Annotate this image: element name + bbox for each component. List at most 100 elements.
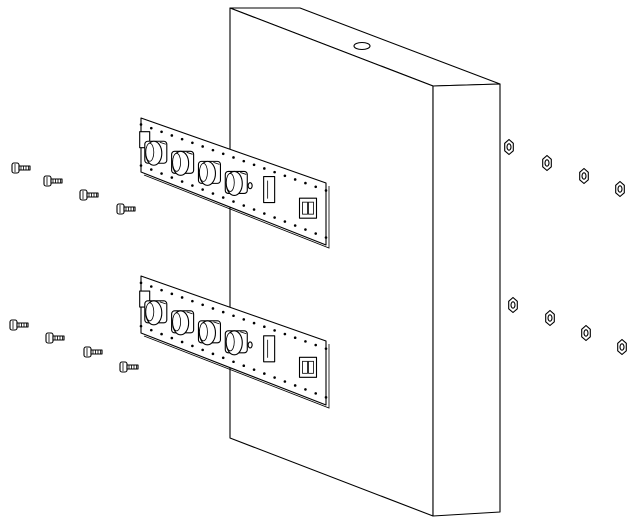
screw-icon	[83, 346, 103, 358]
panel-front-face	[229, 7, 434, 517]
capacitor-cap	[172, 152, 182, 172]
board-hole	[191, 141, 194, 145]
screw-head	[11, 162, 20, 174]
screw-icon	[116, 203, 136, 215]
capacitor-cap	[172, 312, 182, 332]
board-hole	[314, 343, 318, 347]
nut-hole	[581, 172, 587, 180]
screw-head	[119, 361, 128, 373]
board-hole	[283, 332, 287, 336]
board-hole	[242, 364, 246, 367]
screw-head	[9, 319, 18, 331]
hex-nut-icon	[579, 167, 589, 185]
board-hole	[324, 347, 328, 350]
board-hole	[160, 130, 163, 134]
board-hole	[232, 156, 235, 159]
screw-head	[43, 175, 52, 187]
board-hole	[242, 204, 246, 207]
board-hole	[304, 388, 307, 391]
board-hole	[149, 126, 153, 130]
board-hole	[201, 303, 204, 307]
board-hole	[304, 228, 307, 231]
board-hole	[160, 288, 163, 292]
board-hole	[201, 348, 204, 352]
capacitor-cap	[199, 322, 208, 342]
board-hole	[149, 328, 153, 332]
terminal-block	[298, 356, 318, 378]
hex-nut-icon	[504, 138, 514, 156]
nut-hole	[583, 329, 589, 337]
pin-connector	[263, 176, 276, 204]
board-hole	[314, 392, 318, 395]
screw-icon	[43, 175, 63, 187]
hex-nut-icon	[581, 324, 591, 342]
capacitor-cap	[145, 142, 155, 162]
board-hole	[273, 329, 276, 332]
board-hole	[252, 321, 256, 325]
board-hole	[221, 152, 225, 156]
board-hole	[252, 208, 256, 211]
hex-nut-icon	[545, 309, 555, 327]
hex-nut-icon	[615, 180, 625, 198]
board-hole	[170, 176, 174, 179]
capacitor	[171, 150, 195, 176]
capacitor-lead	[186, 311, 193, 315]
board-hole	[273, 216, 276, 219]
board-hole	[211, 192, 215, 195]
capacitor-lead	[159, 141, 166, 145]
board-hole	[170, 336, 174, 340]
board-hole	[180, 137, 184, 141]
nuts-group	[504, 138, 627, 356]
terminal-block	[298, 197, 318, 219]
board-hole	[180, 296, 184, 299]
board-hole	[242, 159, 246, 163]
board-hole	[221, 196, 225, 199]
board-hole	[232, 360, 235, 364]
board-hole	[201, 145, 204, 148]
capacitor-cap	[225, 173, 235, 192]
board-hole	[293, 224, 297, 227]
capacitor-lead	[213, 161, 220, 165]
capacitor	[171, 310, 195, 336]
hex-nut-icon	[542, 154, 552, 172]
terminal-slot	[308, 360, 314, 374]
capacitor	[197, 320, 221, 346]
board-hole	[252, 368, 256, 371]
board-hole	[201, 188, 204, 191]
board-hole	[293, 336, 297, 340]
screw-icon	[9, 319, 29, 331]
nut-hole	[506, 143, 512, 151]
board-hole	[139, 164, 143, 167]
board-hole	[149, 168, 153, 171]
capacitor	[144, 300, 168, 326]
screw-icon	[119, 361, 139, 373]
board-hole	[170, 292, 174, 296]
board-hole	[191, 184, 194, 187]
capacitor-lead	[186, 151, 193, 155]
board-hole	[273, 170, 276, 174]
board-hole	[314, 185, 318, 189]
capacitor-lead	[240, 172, 247, 175]
screw-shank	[123, 206, 136, 212]
capacitor	[144, 140, 168, 166]
capacitor-cap	[145, 302, 155, 322]
pin-connector	[263, 335, 276, 363]
board-hole	[324, 189, 328, 192]
screws-group	[9, 162, 139, 373]
nut-hole	[544, 159, 550, 167]
screw-head	[45, 332, 54, 344]
board-hole	[160, 172, 163, 175]
screw-head	[79, 189, 88, 201]
board-edge	[143, 335, 330, 409]
screw-shank	[90, 349, 103, 355]
nut-hole	[619, 343, 625, 351]
board-hole	[283, 380, 287, 383]
board-hole	[170, 134, 174, 137]
board-hole	[283, 174, 287, 178]
terminal-slot	[302, 201, 308, 215]
terminal-board	[139, 275, 330, 409]
screw-shank	[16, 322, 29, 328]
capacitor-lead	[240, 331, 247, 335]
board-hole	[139, 324, 143, 328]
board-hole	[263, 372, 266, 375]
